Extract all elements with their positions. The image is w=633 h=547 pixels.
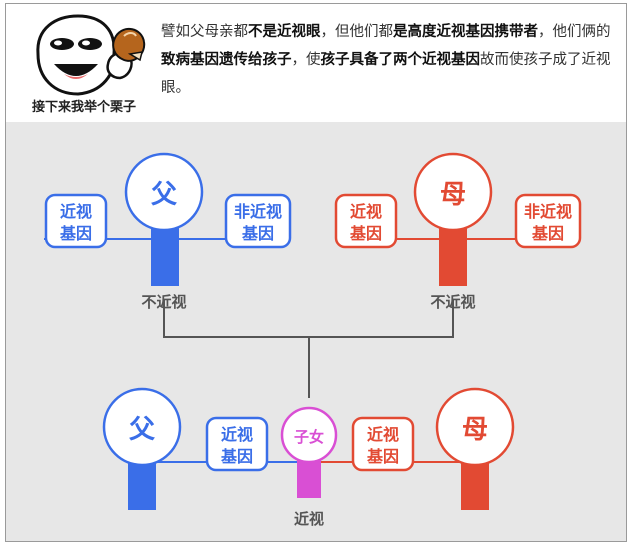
child-phenotype-label: 近视 [294, 510, 324, 528]
svg-text:基因: 基因 [59, 224, 92, 243]
pedigree-lines [163, 300, 454, 398]
svg-text:基因: 基因 [531, 224, 564, 243]
chestnut-icon [106, 27, 146, 80]
svg-text:非近视: 非近视 [234, 202, 282, 221]
bottom-row: 父 母 子女 近视 近视 基因 [102, 387, 515, 528]
svg-text:近视: 近视 [350, 202, 382, 221]
child-gene-from-mother: 近视 [367, 425, 399, 444]
svg-text:父: 父 [129, 415, 156, 445]
mother-symbol: 母 [440, 180, 466, 210]
body-text: ，使 [291, 52, 321, 68]
father-phenotype-label: 不近视 [141, 293, 186, 311]
svg-text:基因: 基因 [220, 447, 253, 466]
emphasis-text: 是高度近视基因携带者 [393, 24, 538, 40]
explanation-text: 譬如父母亲都不是近视眼，但他们都是高度近视基因携带者，他们俩的致病基因遗传给孩子… [161, 18, 621, 102]
svg-text:近视: 近视 [60, 202, 92, 221]
body-text: ，他们俩的 [538, 24, 611, 40]
cartoon-face-icon [36, 14, 116, 96]
figure-frame: 接下来我举个栗子 譬如父母亲都不是近视眼，但他们都是高度近视基因携带者，他们俩的… [5, 3, 627, 542]
father-symbol: 父 [151, 180, 178, 210]
body-text: 譬如父母亲都 [161, 24, 248, 40]
emphasis-text: 致病基因遗传给孩子 [161, 52, 292, 68]
mother-bottom: 母 [435, 387, 515, 510]
mother-phenotype-label: 不近视 [430, 293, 475, 311]
svg-text:基因: 基因 [241, 224, 274, 243]
child-symbol: 子女 [294, 428, 324, 446]
emphasis-text: 孩子具备了两个近视基因 [320, 52, 481, 68]
svg-text:基因: 基因 [366, 447, 399, 466]
mother-top: 母 近视 基因 非近视 基因 不近视 [334, 152, 582, 311]
diagram-area: 父 近视 基因 非近视 基因 不近视 母 近视 基因 非近视 基因 [6, 122, 626, 541]
child: 子女 近视 [280, 406, 338, 528]
header: 接下来我举个栗子 譬如父母亲都不是近视眼，但他们都是高度近视基因携带者，他们俩的… [6, 4, 626, 122]
father-bottom: 父 [102, 387, 182, 510]
body-text: 故而使孩子成了近视眼。 [161, 52, 611, 96]
emphasis-text: 不是近视眼 [248, 24, 321, 40]
body-text: ，但他们都 [320, 24, 394, 40]
svg-text:母: 母 [462, 415, 488, 445]
svg-text:非近视: 非近视 [524, 202, 572, 221]
child-gene-from-father: 近视 [221, 425, 253, 444]
father-top: 父 近视 基因 非近视 基因 不近视 [44, 152, 292, 311]
avatar [30, 14, 148, 98]
svg-text:基因: 基因 [349, 224, 382, 243]
caption: 接下来我举个栗子 [31, 100, 136, 115]
